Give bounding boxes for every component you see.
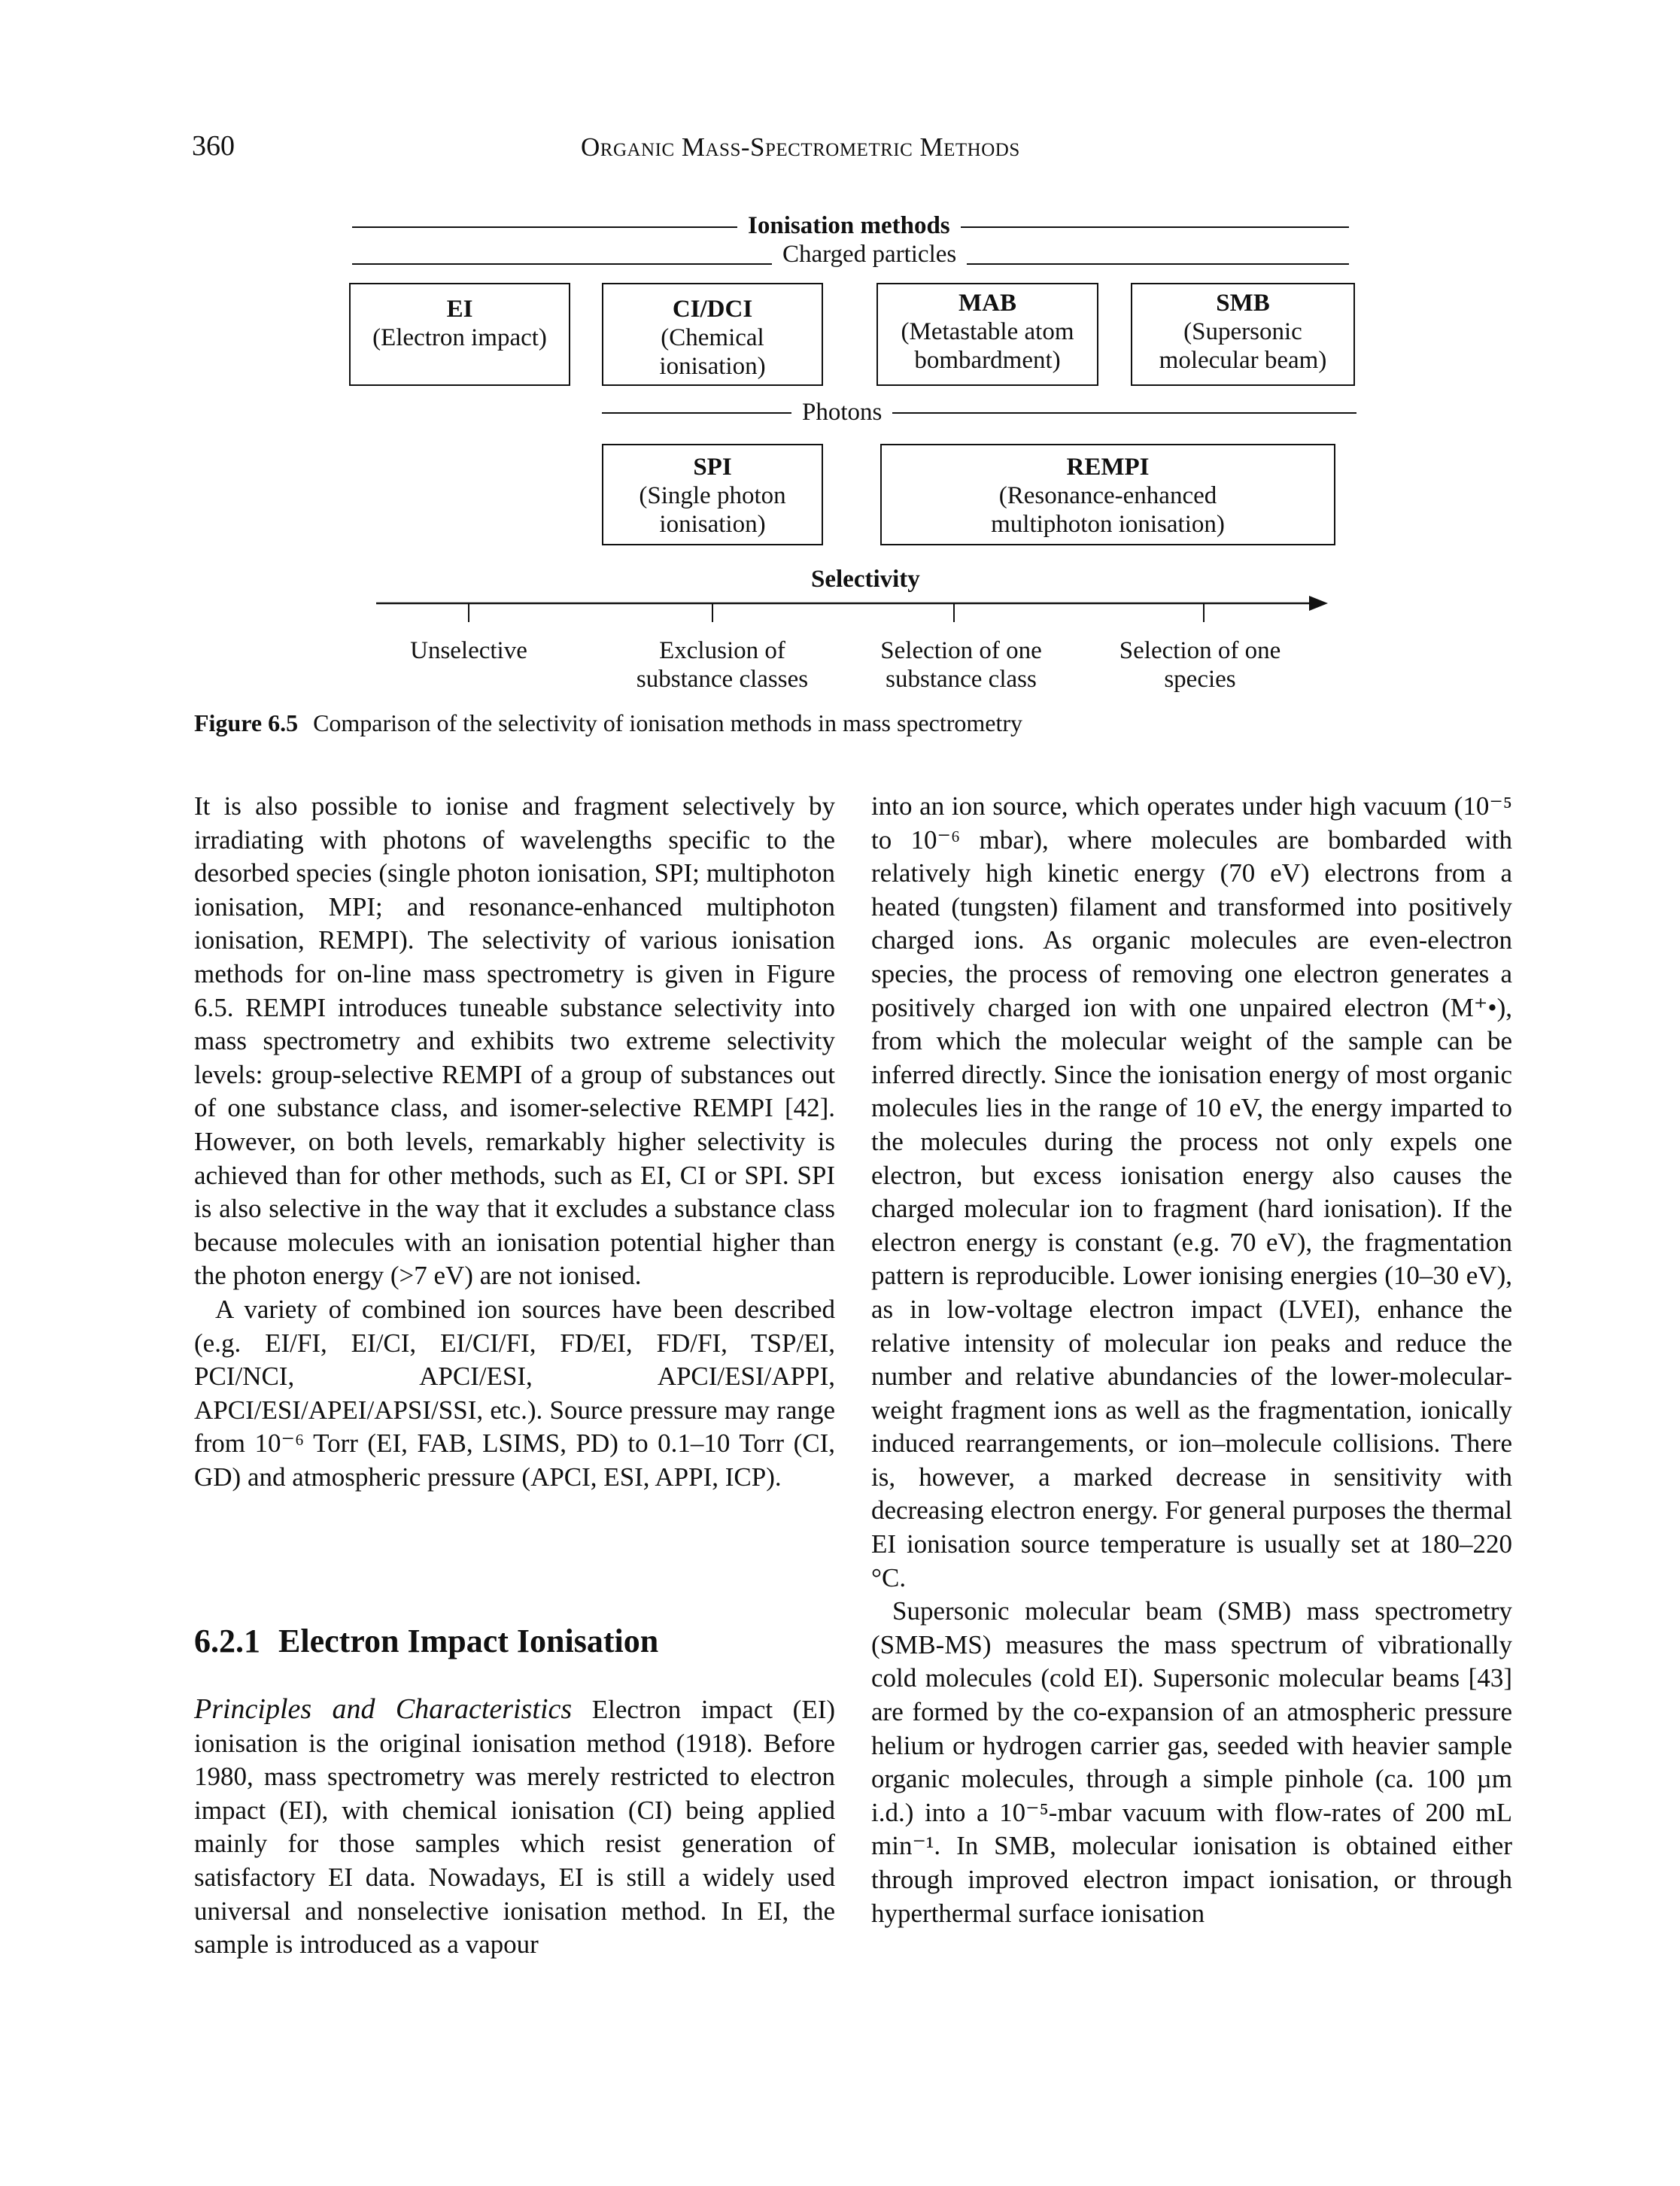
box-ci-desc: (Chemical ionisation) (659, 324, 766, 380)
box-ei-abbr: EI (446, 296, 473, 323)
box-ei: EI (Electron impact) (349, 283, 570, 386)
section-title: Electron Impact Ionisation (278, 1623, 659, 1659)
figure-caption-text: Comparison of the selectivity of ionisat… (313, 709, 1023, 736)
axis-label-unselective: Unselective (410, 637, 527, 664)
left-paragraph-3-text: Electron impact (EI) ionisation is the o… (194, 1695, 836, 1960)
photons-label: Photons (791, 399, 893, 427)
right-paragraph-2: Supersonic molecular beam (SMB) mass spe… (871, 1596, 1512, 1928)
left-paragraph-1: It is also possible to ionise and fragme… (194, 791, 835, 1291)
box-smb-abbr: SMB (1216, 290, 1270, 317)
box-ci-dci: CI/DCI (Chemical ionisation) (602, 283, 823, 386)
box-mab: MAB (Metastable atom bombardment) (876, 283, 1098, 386)
box-smb: SMB (Supersonic molecular beam) (1131, 283, 1355, 386)
left-column-lower: Principles and Characteristics Electron … (194, 1693, 835, 1962)
running-title: Organic Mass-Spectrometric Methods (581, 132, 1020, 162)
selectivity-axis-title: Selectivity (811, 566, 920, 593)
left-paragraph-3: Principles and Characteristics Electron … (194, 1693, 835, 1962)
selectivity-axis (376, 596, 1328, 622)
box-ei-desc: (Electron impact) (372, 324, 547, 351)
box-spi-abbr: SPI (693, 454, 732, 481)
ionisation-methods-heading: Ionisation methods (737, 212, 961, 240)
box-rempi: REMPI (Resonance-enhanced multiphoton io… (880, 444, 1335, 545)
axis-label-exclusion: Exclusion of substance classes (636, 637, 809, 693)
section-number: 6.2.1 (194, 1623, 260, 1659)
selectivity-axis-arrowhead (1309, 596, 1328, 611)
box-mab-desc: (Metastable atom bombardment) (901, 318, 1074, 374)
charged-particles-label: Charged particles (772, 241, 968, 269)
section-heading: 6.2.1 Electron Impact Ionisation (194, 1622, 676, 1660)
box-spi: SPI (Single photon ionisation) (602, 444, 823, 545)
box-ci-abbr: CI/DCI (672, 296, 753, 323)
figure-caption-label: Figure 6.5 (194, 709, 299, 736)
box-smb-desc: (Supersonic molecular beam) (1159, 318, 1327, 374)
right-paragraph-1: into an ion source, which operates under… (871, 791, 1512, 1592)
right-column: into an ion source, which operates under… (871, 790, 1512, 1930)
axis-label-species: Selection of one species (1119, 637, 1281, 693)
figure-caption: Figure 6.5 Comparison of the selectivity … (194, 709, 1022, 737)
box-mab-abbr: MAB (958, 290, 1016, 317)
left-paragraph-2: A variety of combined ion sources have b… (194, 1294, 835, 1492)
left-column: It is also possible to ionise and fragme… (194, 790, 835, 1494)
box-rempi-desc: (Resonance-enhanced multiphoton ionisati… (991, 482, 1225, 538)
box-rempi-abbr: REMPI (1066, 454, 1150, 481)
page-number: 360 (192, 130, 235, 162)
figure-ionisation-selectivity: Ionisation methods Charged particles EI … (0, 0, 1680, 752)
box-spi-desc: (Single photon ionisation) (639, 482, 786, 538)
axis-label-substance-class: Selection of one substance class (880, 637, 1042, 693)
photons-rule (602, 412, 1356, 414)
runin-heading: Principles and Characteristics (194, 1693, 573, 1725)
